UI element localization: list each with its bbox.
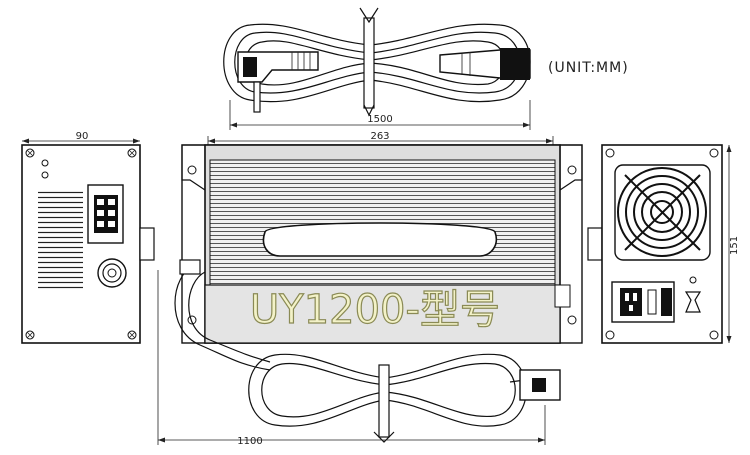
left-end-view: 90 (21, 131, 155, 344)
model-label: UY1200-型号 (250, 287, 500, 333)
handle-slot (262, 222, 498, 257)
unit-label: (UNIT:MM) (548, 60, 629, 76)
dc-cable (174, 259, 561, 443)
vent-slots (38, 190, 83, 290)
dimension-1100: 1100 (157, 270, 546, 447)
dimension-1100-label: 1100 (237, 436, 262, 447)
dimension-1500: 1500 (229, 100, 531, 130)
dimension-1500-label: 1500 (367, 114, 392, 125)
screw-icon (25, 148, 137, 340)
dimension-90-label: 90 (76, 131, 89, 142)
fan-icon (614, 164, 711, 261)
cable-tie-top (359, 7, 379, 117)
schuko-plug (237, 51, 319, 113)
iec-connector (439, 48, 531, 80)
charger-body: UY1200-型号 (181, 144, 583, 344)
dimension-151-label: 151 (729, 236, 740, 255)
dimension-263-label: 263 (370, 131, 389, 142)
cable-gland-icon (97, 258, 127, 288)
power-switch-icon (684, 291, 702, 313)
right-end-view: 151 (587, 144, 740, 344)
